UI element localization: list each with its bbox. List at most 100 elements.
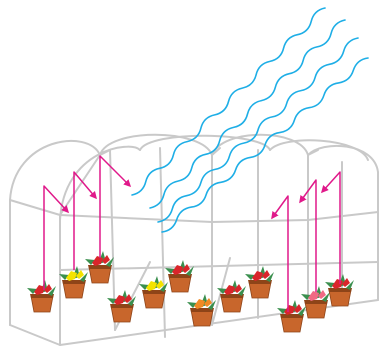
flower-bloom [34,285,45,295]
leaf-left [85,259,95,265]
flower-bloom-2 [234,284,242,293]
sunlight-waves [131,7,369,233]
pot-rim [190,308,214,312]
ridge-link-1 [99,149,111,156]
pot-rim [110,304,134,308]
sunlight-wave-4 [161,57,369,233]
leaf-left [217,288,227,294]
pot-rim [62,280,86,284]
potted-flower-9 [245,266,274,299]
potted-flower-6 [165,260,194,293]
heat-ray-5 [299,179,317,292]
flower-pot [280,315,304,333]
leaf-right [80,272,88,282]
flower-pot [142,291,166,309]
flower-pot [304,301,328,319]
leaf-right [128,296,136,306]
sunlight-wave-2 [149,19,346,209]
back-left-arch [59,145,141,221]
heat-ray-2 [73,171,97,270]
potted-flower-2 [59,266,88,299]
pot-rim [280,314,304,318]
flower-pot [248,281,272,299]
heat-ray-6 [320,171,341,284]
flower-pot [190,309,214,327]
flower-bloom [92,256,103,266]
flower-bloom [308,291,319,301]
flower-bloom-2 [156,280,164,289]
leaf-right [266,272,274,282]
flower-bloom-2 [262,270,270,279]
heat-rays [43,155,341,312]
pot-rim [220,294,244,298]
leaf-right [346,280,354,290]
flower-pot [328,289,352,307]
flower-pot [220,295,244,313]
leaf-left [245,274,255,280]
leaf-left [59,274,69,280]
potted-flower-3 [85,251,114,284]
post-2 [159,147,166,338]
flower-bloom [66,271,77,281]
leaf-right [106,257,114,267]
flower-pot [168,275,192,293]
flower-pot [110,305,134,323]
heat-ray-3 [99,155,132,258]
leaf-right [160,282,168,292]
flower-bloom [224,285,235,295]
flower-bloom-2 [342,278,350,287]
leaf-right [48,286,56,296]
flower-bloom-2 [204,298,212,307]
pot-rim [30,294,54,298]
front-left-arch [9,140,101,326]
leaf-left [301,294,311,300]
flower-bloom-2 [102,255,110,264]
pot-rim [142,290,166,294]
back-right-arch [269,139,369,161]
potted-flower-8 [217,280,246,313]
leaf-right [238,286,246,296]
flower-pot [30,295,54,313]
flower-pot [62,281,86,299]
flower-bloom [114,295,125,305]
potted-flower-7 [187,294,216,327]
leaf-left [107,298,117,304]
heat-ray-1 [43,185,70,290]
flower-bloom-2 [76,270,84,279]
flower-bloom [194,299,205,309]
ridge-link-3 [307,149,319,156]
flower-bloom [252,271,263,281]
back-middle-arch [139,134,271,151]
ridge-link-2 [211,147,221,156]
greenhouse-frame [9,133,379,346]
flower-bloom-2 [318,290,326,299]
pot-rim [248,280,272,284]
leaf-right [208,300,216,310]
flower-bloom [146,281,157,291]
potted-flower-12 [325,274,354,307]
leaf-left [165,268,175,274]
flower-bloom [284,305,295,315]
potted-flower-5 [139,276,168,309]
front-right-arch [211,133,309,156]
pot-rim [88,265,112,269]
leaf-left [277,308,287,314]
leaf-left [325,282,335,288]
flower-bloom-2 [44,284,52,293]
pot-rim [168,274,192,278]
flower-bloom-2 [182,264,190,273]
potted-flower-10 [277,300,306,333]
front-middle-arch [99,133,213,156]
pot-rim [328,288,352,292]
potted-flower-1 [27,280,56,313]
potted-flower-11 [301,286,330,319]
flower-bloom-2 [124,294,132,303]
heat-ray-4 [271,195,289,312]
sunlight-wave-3 [157,37,359,223]
leaf-right [322,292,330,302]
sunlight-wave-1 [131,7,326,196]
flower-pot [88,266,112,284]
potted-flower-4 [107,290,136,323]
